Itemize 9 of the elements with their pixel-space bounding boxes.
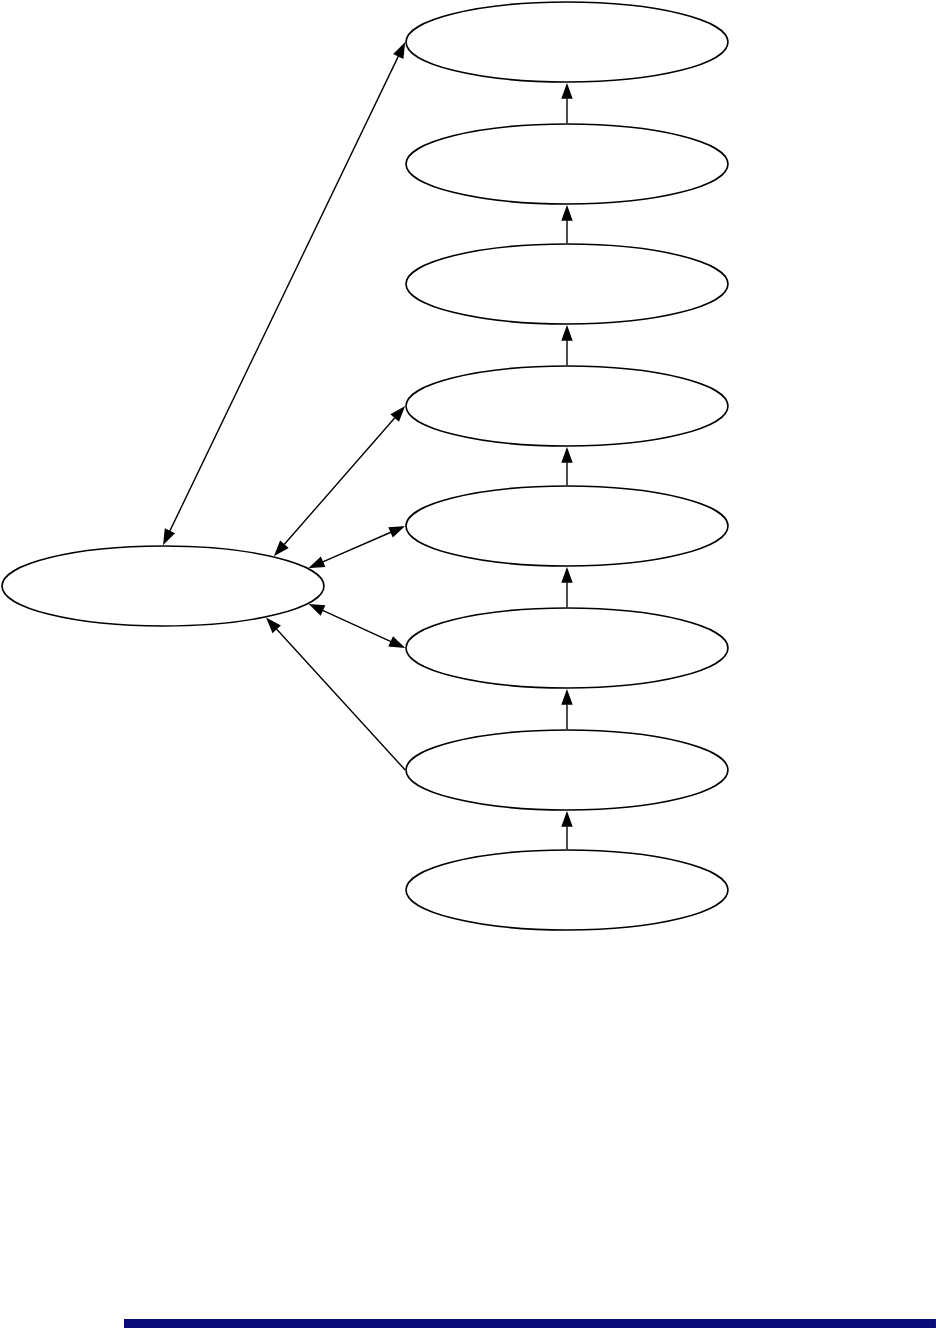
- ellipse: [405, 729, 729, 811]
- ellipse: [405, 365, 729, 447]
- ellipse: [405, 1, 729, 83]
- ellipse: [405, 123, 729, 205]
- ellipse: [405, 607, 729, 689]
- ellipse: [405, 243, 729, 325]
- ellipse: [405, 849, 729, 931]
- ellipse: [1, 545, 325, 627]
- ellipse: [405, 485, 729, 567]
